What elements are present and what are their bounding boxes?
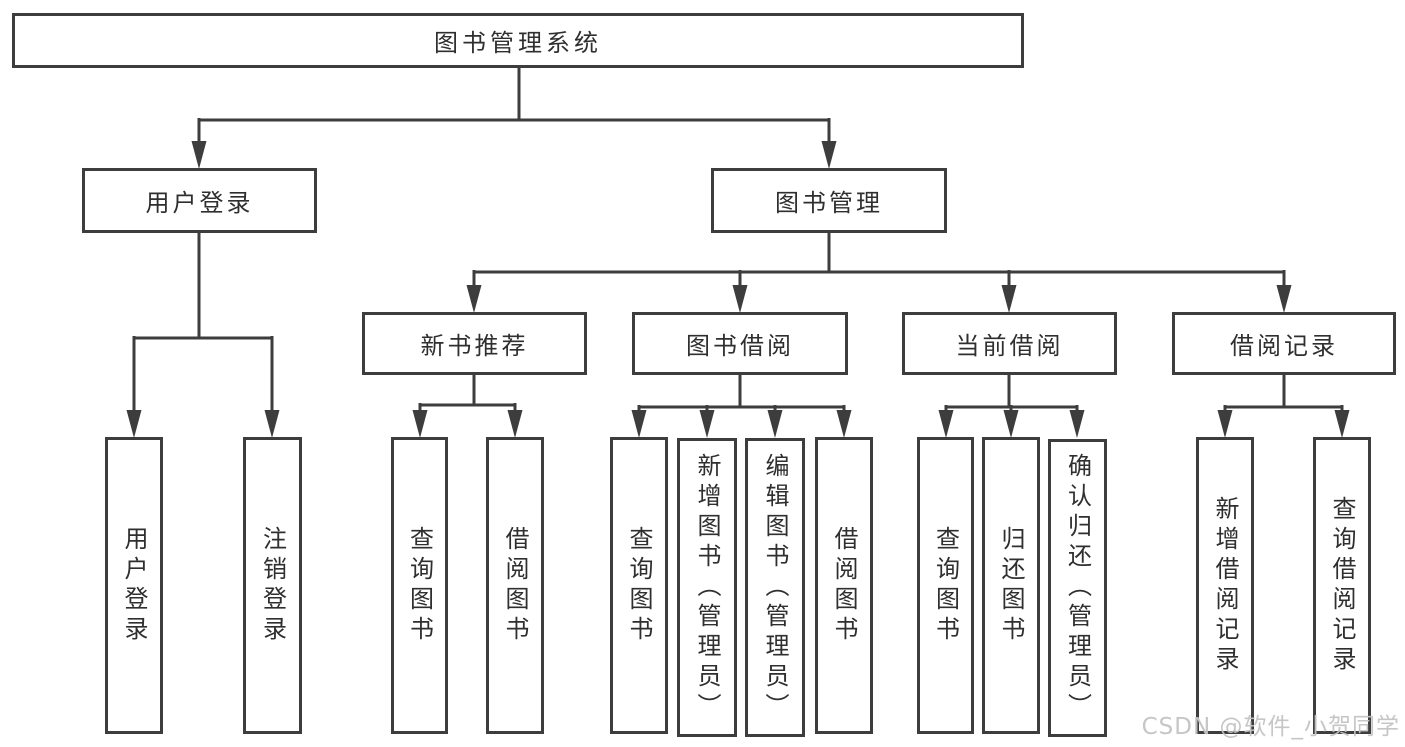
leaf-nb-query-books: 查询图书 (391, 437, 448, 734)
leaf-bb-edit-books-admin-label: 编辑图书（管理员） (761, 452, 789, 723)
leaf-cb-confirm-return-admin: 确认归还（管理员） (1048, 439, 1107, 737)
node-new-book-recommend-label: 新书推荐 (420, 332, 529, 360)
node-book-borrow: 图书借阅 (632, 312, 848, 375)
leaf-bb-add-books-admin-label: 新增图书（管理员） (693, 452, 721, 723)
node-book-borrow-label: 图书借阅 (686, 332, 794, 360)
node-borrow-records: 借阅记录 (1172, 312, 1396, 375)
leaf-bb-borrow-books: 借阅图书 (815, 437, 873, 734)
node-root: 图书管理系统 (12, 13, 1024, 68)
arrowheads (126, 141, 1350, 438)
leaf-cb-return-books-label: 归还图书 (997, 525, 1025, 646)
leaf-nb-query-books-label: 查询图书 (405, 525, 434, 646)
leaf-bb-add-books-admin: 新增图书（管理员） (677, 438, 737, 737)
leaf-cb-confirm-return-admin-label: 确认归还（管理员） (1063, 453, 1092, 723)
leaf-user-login: 用户登录 (105, 437, 163, 734)
csdn-watermark: CSDN @软件_小贺同学 (1141, 714, 1400, 740)
leaf-br-add-record: 新增借阅记录 (1196, 437, 1254, 734)
node-current-borrow-label: 当前借阅 (955, 332, 1064, 360)
leaf-br-query-record-label: 查询借阅记录 (1328, 495, 1356, 676)
leaf-nb-borrow-books-label: 借阅图书 (501, 525, 529, 646)
node-user-login: 用户登录 (82, 168, 317, 233)
leaf-logout-login-label: 注销登录 (258, 525, 287, 646)
leaf-bb-query-books-label: 查询图书 (625, 525, 653, 646)
leaf-cb-query-books-label: 查询图书 (931, 525, 960, 646)
leaf-cb-query-books: 查询图书 (917, 437, 974, 734)
node-borrow-records-label: 借阅记录 (1230, 332, 1338, 360)
leaf-bb-query-books: 查询图书 (610, 437, 668, 734)
node-user-login-label: 用户登录 (145, 189, 254, 217)
node-new-book-recommend: 新书推荐 (362, 312, 587, 375)
node-current-borrow: 当前借阅 (902, 312, 1117, 375)
leaf-bb-edit-books-admin: 编辑图书（管理员） (745, 438, 805, 737)
leaf-logout-login: 注销登录 (243, 437, 302, 734)
leaf-cb-return-books: 归还图书 (982, 437, 1040, 734)
leaf-user-login-label: 用户登录 (120, 525, 148, 646)
node-book-management-label: 图书管理 (775, 189, 883, 217)
leaf-bb-borrow-books-label: 借阅图书 (830, 525, 858, 646)
leaf-br-query-record: 查询借阅记录 (1313, 437, 1371, 734)
node-book-management: 图书管理 (711, 168, 947, 233)
leaf-br-add-record-label: 新增借阅记录 (1211, 495, 1239, 676)
leaf-nb-borrow-books: 借阅图书 (486, 437, 544, 734)
node-root-label: 图书管理系统 (434, 29, 602, 57)
